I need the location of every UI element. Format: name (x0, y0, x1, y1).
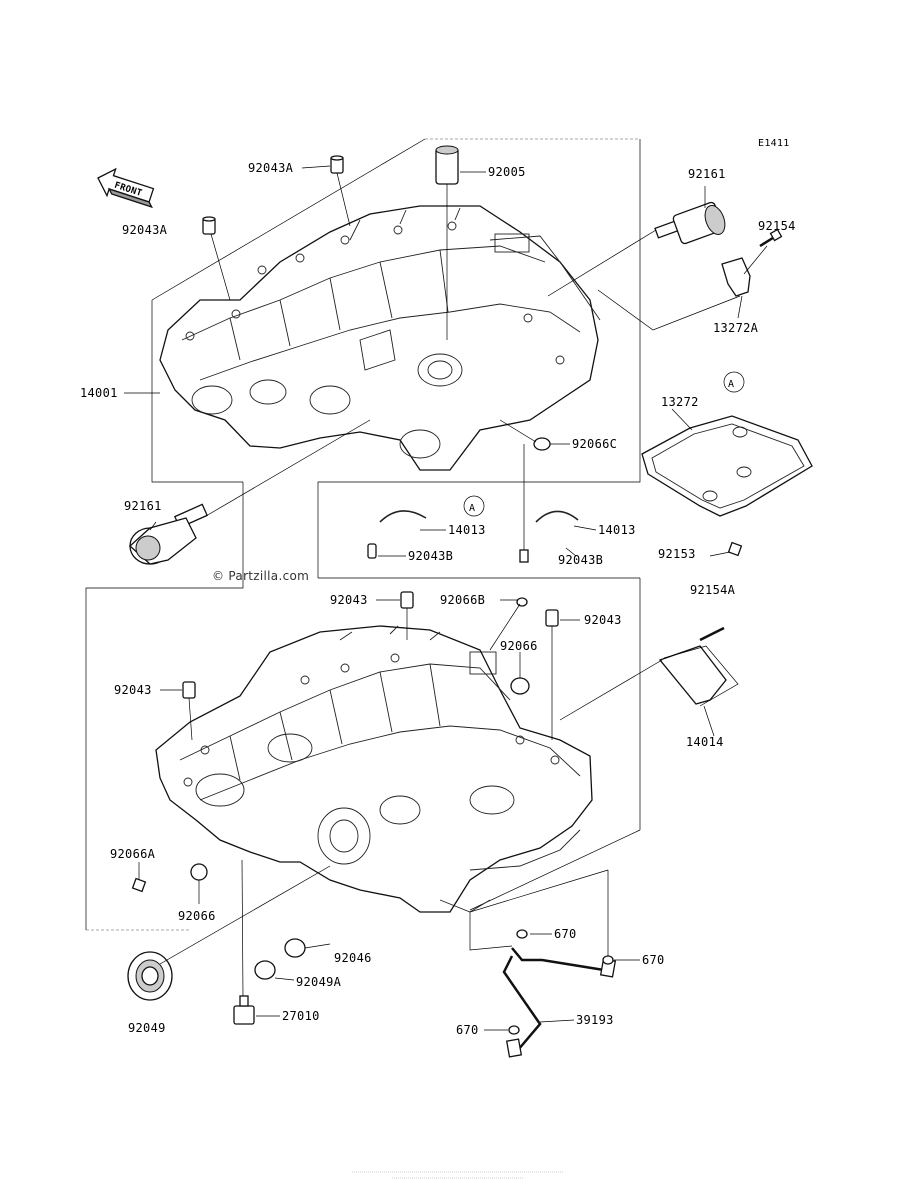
callout-14013-left: 14013 (448, 523, 486, 537)
callout-13272: 13272 (661, 395, 699, 409)
oil-seal-92049 (127, 951, 173, 1001)
lower-crankcase-frame (85, 482, 641, 931)
switch-27010 (233, 995, 255, 1025)
oil-seal-92161-left (129, 503, 209, 565)
oil-seal-92161-right (654, 201, 726, 245)
callout-14001: 14001 (80, 386, 118, 400)
callout-92066A: 92066A (110, 847, 156, 861)
upper-crankcase (159, 205, 601, 471)
callout-92043-right: 92043 (584, 613, 622, 627)
sleeve-92005 (435, 145, 459, 185)
dowel-92043A-left (202, 216, 216, 235)
dowel-92043-left (182, 681, 196, 699)
diagram-code: E1411 (758, 138, 790, 149)
pipe-39193 (502, 947, 617, 1058)
callout-92066C: 92066C (572, 437, 617, 451)
callout-92049: 92049 (128, 1021, 166, 1035)
upper-crankcase-frame (151, 138, 641, 578)
callout-92043A-top: 92043A (248, 161, 294, 175)
callout-27010: 27010 (282, 1009, 320, 1023)
callout-92049A: 92049A (296, 975, 342, 989)
callout-92043B-right: 92043B (558, 553, 603, 567)
collar-92066-lower (190, 863, 208, 881)
dowel-92043-mid (400, 591, 414, 609)
callout-92066-upper: 92066 (500, 639, 538, 653)
lower-crankcase (155, 625, 593, 913)
callout-92066B: 92066B (440, 593, 485, 607)
cover-14014 (658, 626, 727, 705)
callout-39193: 39193 (576, 1013, 614, 1027)
cover-13272A (721, 257, 751, 297)
watermark-text: © Partzilla.com (212, 569, 309, 583)
bolt-92153 (727, 541, 743, 557)
bolt-92066C (519, 437, 551, 563)
dowel-92043A-top (330, 155, 344, 174)
collar-92066 (510, 677, 530, 695)
callout-670-bottom: 670 (456, 1023, 479, 1037)
leader-lines (124, 165, 768, 1031)
callout-670-top: 670 (554, 927, 577, 941)
callout-92161-right: 92161 (688, 167, 726, 181)
bolt-92154 (759, 228, 783, 248)
bearing-92046 (284, 938, 306, 958)
copyright-footer (352, 1171, 564, 1179)
callout-92154A: 92154A (690, 583, 736, 597)
bolt-92066A (131, 877, 147, 893)
callout-14014: 14014 (686, 735, 724, 749)
callout-13272A: 13272A (713, 321, 759, 335)
callout-92043A-left: 92043A (122, 223, 168, 237)
callout-92043-mid: 92043 (330, 593, 368, 607)
gasket-13272 (641, 415, 813, 517)
bearing-half-14013-right (535, 510, 579, 523)
callout-92046: 92046 (334, 951, 372, 965)
callout-92161-left: 92161 (124, 499, 162, 513)
callout-92153: 92153 (658, 547, 696, 561)
seal-92049A (254, 960, 276, 980)
bolt-92066B (516, 597, 528, 607)
reference-a-middle: A (469, 503, 475, 514)
callout-14013-right: 14013 (598, 523, 636, 537)
reference-a-upper: A (728, 379, 734, 390)
front-arrow-icon: FRONT (97, 167, 155, 209)
callout-670-right: 670 (642, 953, 665, 967)
callout-92043B-left: 92043B (408, 549, 453, 563)
callout-92043-left: 92043 (114, 683, 152, 697)
bearing-half-14013-left (367, 510, 427, 559)
callout-92005: 92005 (488, 165, 526, 179)
callout-92154: 92154 (758, 219, 796, 233)
dowel-92043-right (545, 609, 559, 627)
callout-92066-lower: 92066 (178, 909, 216, 923)
